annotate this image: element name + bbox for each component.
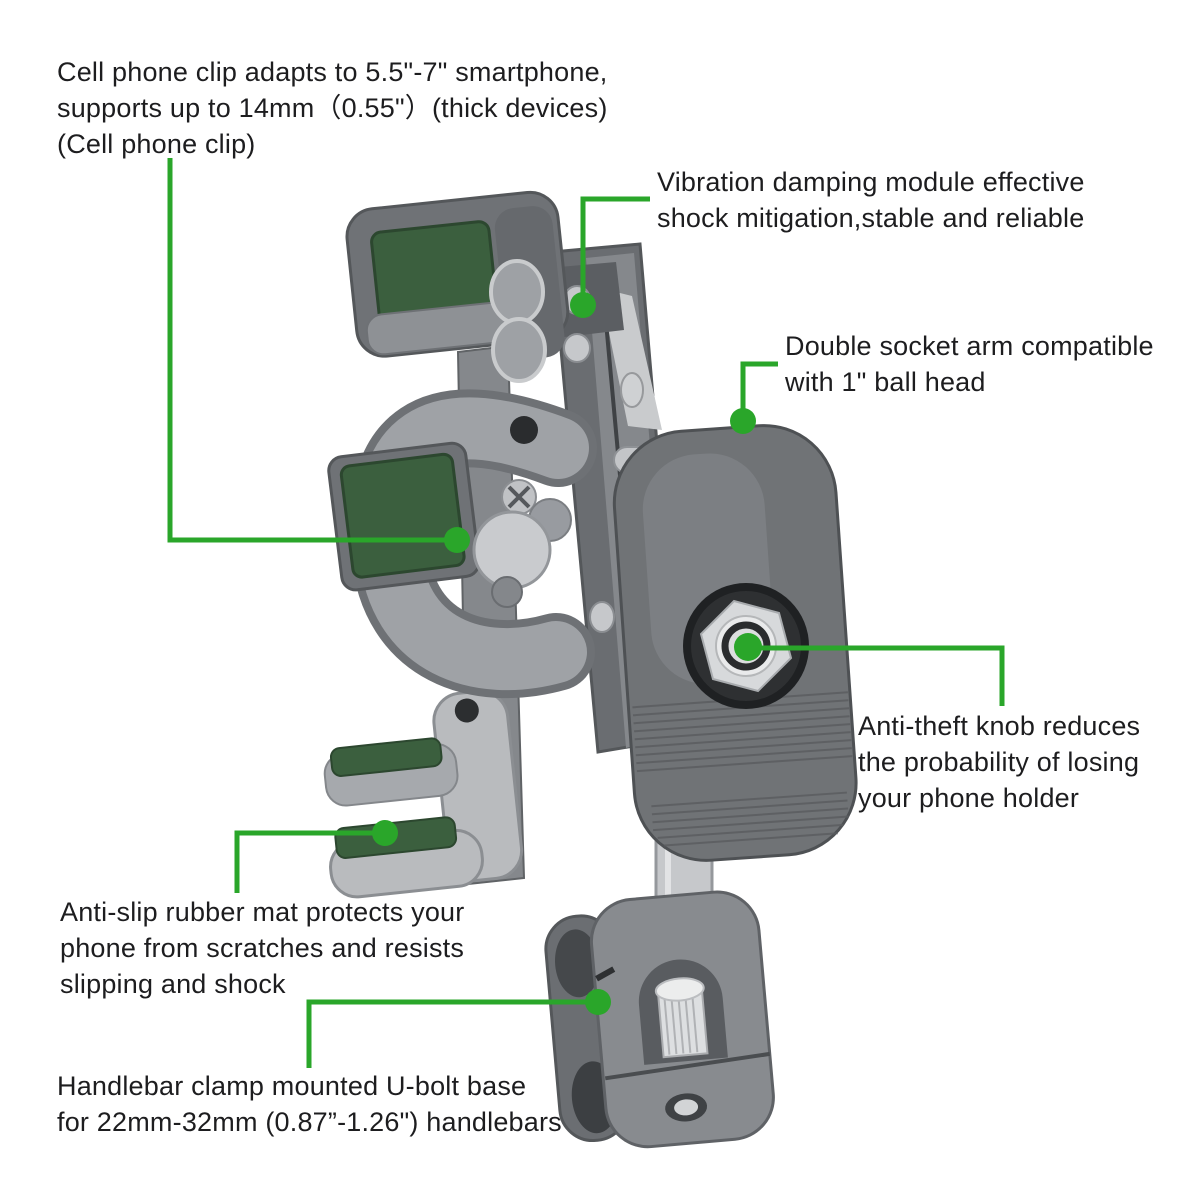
callout-anti-theft-knob [734, 633, 1005, 706]
callout-vibration-damping [570, 196, 650, 318]
cell-phone-clip [323, 190, 597, 899]
annotation-double-socket-arm: Double socket arm compatible with 1" bal… [785, 331, 1154, 397]
callout-cell-phone-clip [167, 158, 470, 553]
thumbscrew [654, 977, 709, 1059]
arm-rib-texture-lower [651, 791, 849, 847]
annotation-cell-phone-clip: Cell phone clip adapts to 5.5"-7" smartp… [57, 57, 608, 159]
callout-handlebar-clamp [306, 989, 611, 1068]
hook-hole [510, 416, 538, 444]
handlebar-clamp [544, 890, 775, 1149]
callout-anti-slip-mat [234, 820, 398, 893]
callout-lines [167, 158, 1005, 1068]
clip-adjust-screw [501, 479, 537, 515]
annotation-anti-slip-mat: Anti-slip rubber mat protects your phone… [60, 897, 465, 999]
clip-lower-jaw [327, 441, 481, 592]
clip-feet [323, 689, 524, 899]
annotation-anti-theft-knob: Anti-theft knob reduces the probability … [858, 711, 1141, 813]
clip-pad-lower [339, 452, 466, 579]
threaded-hole [665, 1093, 708, 1122]
callout-double-socket-arm [730, 361, 778, 434]
thumb-knob [472, 510, 552, 590]
anti-slip-pad-upper [329, 737, 443, 777]
annotation-handlebar-clamp: Handlebar clamp mounted U-bolt base for … [57, 1071, 562, 1137]
foot-hole [454, 698, 479, 723]
annotation-vibration-damping: Vibration damping module effective shock… [657, 167, 1085, 233]
